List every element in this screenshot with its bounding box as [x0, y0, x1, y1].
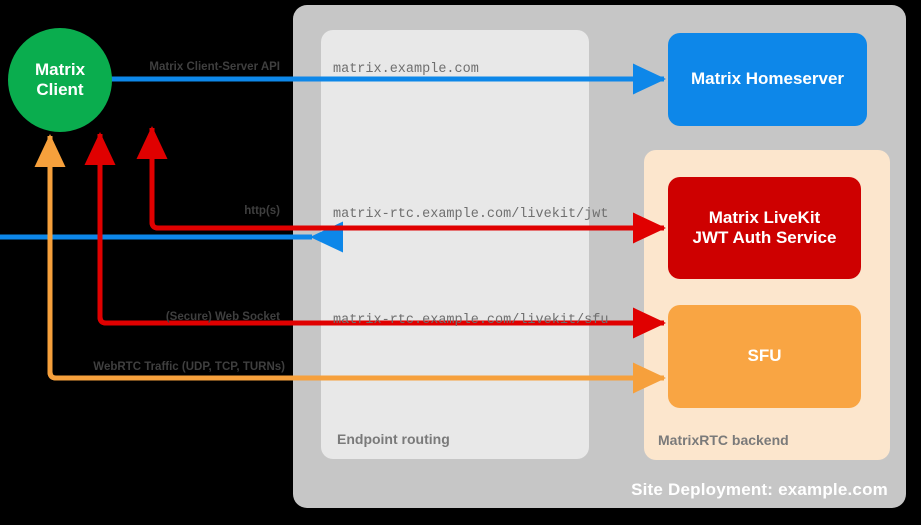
jwt-auth-service-node[interactable]: Matrix LiveKit JWT Auth Service — [668, 177, 861, 279]
matrix-client-label-line2: Client — [36, 80, 84, 99]
protocol-label-webrtc: WebRTC Traffic (UDP, TCP, TURNs) — [93, 361, 285, 373]
endpoint-routing-container: Endpoint routing — [321, 30, 589, 459]
site-deployment-label: Site Deployment: example.com — [631, 480, 888, 499]
matrixrtc-backend-label: MatrixRTC backend — [658, 432, 789, 448]
matrix-homeserver-node[interactable]: Matrix Homeserver — [668, 33, 867, 126]
endpoint-routing-label: Endpoint routing — [337, 431, 450, 447]
endpoint-label-matrix: matrix.example.com — [333, 62, 479, 77]
jwt-auth-service-label-line2: JWT Auth Service — [692, 228, 837, 247]
matrix-client-node[interactable]: Matrix Client — [8, 28, 112, 132]
matrix-client-label-line1: Matrix — [34, 59, 86, 79]
jwt-auth-service-label-line1: Matrix LiveKit — [708, 207, 821, 227]
protocol-label-client-server-api: Matrix Client-Server API — [149, 61, 280, 73]
jwt-auth-service-label: Matrix LiveKit JWT Auth Service — [693, 208, 837, 249]
protocol-label-https: http(s) — [244, 205, 280, 217]
matrix-homeserver-label: Matrix Homeserver — [690, 69, 845, 89]
endpoint-label-livekit-sfu: matrix-rtc.example.com/livekit/sfu — [333, 313, 609, 328]
sfu-label: SFU — [747, 346, 782, 366]
protocol-label-websocket: (Secure) Web Socket — [165, 311, 280, 323]
sfu-node[interactable]: SFU — [668, 305, 861, 408]
endpoint-label-livekit-jwt: matrix-rtc.example.com/livekit/jwt — [333, 207, 609, 222]
